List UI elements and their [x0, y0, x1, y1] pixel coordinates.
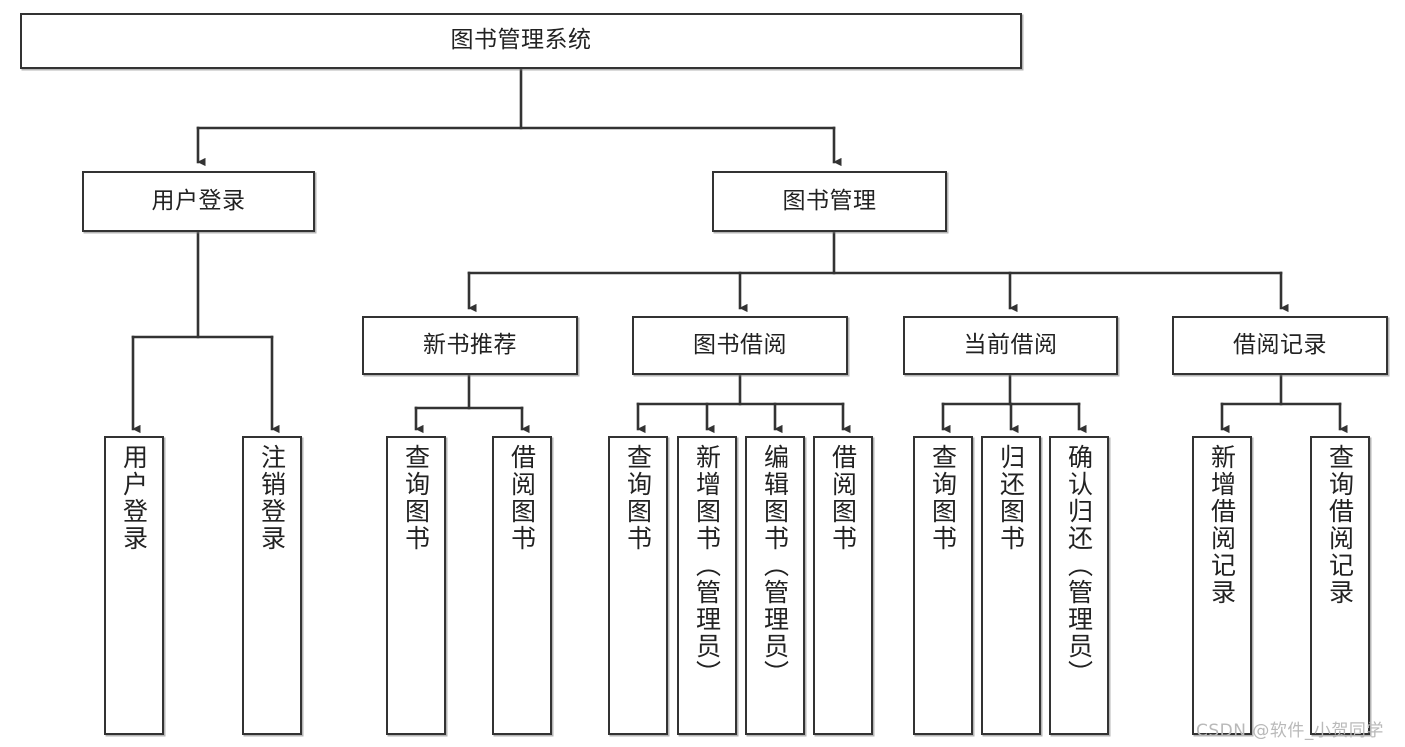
node-leaf-borrow-book-2-label: 借阅图书 — [828, 444, 858, 552]
node-leaf-user-login[interactable]: 用户登录 — [104, 436, 164, 735]
node-leaf-add-record-label: 新增借阅记录 — [1207, 444, 1237, 606]
node-leaf-query-book-3[interactable]: 查询图书 — [913, 436, 973, 735]
node-book-manage-label: 图书管理 — [782, 187, 877, 214]
node-leaf-user-login-label: 用户登录 — [119, 444, 149, 552]
node-leaf-query-record-label: 查询借阅记录 — [1325, 444, 1355, 606]
node-leaf-query-book-2-label: 查询图书 — [623, 444, 653, 552]
node-root[interactable]: 图书管理系统 — [20, 13, 1022, 69]
node-leaf-confirm-return-label: 确认归还（管理员） — [1064, 444, 1094, 687]
node-user-login-label: 用户登录 — [151, 187, 246, 214]
node-leaf-return-book[interactable]: 归还图书 — [981, 436, 1041, 735]
node-leaf-borrow-book-2[interactable]: 借阅图书 — [813, 436, 873, 735]
node-leaf-edit-book-label: 编辑图书（管理员） — [760, 444, 790, 687]
node-leaf-confirm-return[interactable]: 确认归还（管理员） — [1049, 436, 1109, 735]
node-book-manage[interactable]: 图书管理 — [712, 171, 947, 232]
node-new-book-rec[interactable]: 新书推荐 — [362, 316, 578, 375]
node-borrow-record-label: 借阅记录 — [1233, 331, 1327, 358]
node-leaf-edit-book[interactable]: 编辑图书（管理员） — [745, 436, 805, 735]
node-new-book-rec-label: 新书推荐 — [423, 331, 517, 358]
node-current-borrow-label: 当前借阅 — [963, 331, 1058, 358]
node-leaf-logout[interactable]: 注销登录 — [242, 436, 302, 735]
node-book-borrow[interactable]: 图书借阅 — [632, 316, 848, 375]
node-leaf-logout-label: 注销登录 — [257, 444, 287, 552]
node-leaf-add-book[interactable]: 新增图书（管理员） — [677, 436, 737, 735]
node-leaf-query-book-2[interactable]: 查询图书 — [608, 436, 668, 735]
node-user-login[interactable]: 用户登录 — [82, 171, 315, 232]
node-leaf-add-record[interactable]: 新增借阅记录 — [1192, 436, 1252, 735]
node-root-label: 图书管理系统 — [450, 27, 592, 54]
node-book-borrow-label: 图书借阅 — [693, 331, 787, 358]
node-leaf-borrow-book-1-label: 借阅图书 — [507, 444, 537, 552]
node-leaf-borrow-book-1[interactable]: 借阅图书 — [492, 436, 552, 735]
csdn-watermark: CSDN @软件_小贺同学 — [1196, 721, 1384, 741]
node-leaf-add-book-label: 新增图书（管理员） — [692, 444, 722, 687]
node-leaf-query-record[interactable]: 查询借阅记录 — [1310, 436, 1370, 735]
node-borrow-record[interactable]: 借阅记录 — [1172, 316, 1388, 375]
node-leaf-query-book-1-label: 查询图书 — [401, 444, 431, 552]
node-leaf-query-book-3-label: 查询图书 — [928, 444, 958, 552]
node-leaf-query-book-1[interactable]: 查询图书 — [386, 436, 446, 735]
node-current-borrow[interactable]: 当前借阅 — [903, 316, 1118, 375]
node-leaf-return-book-label: 归还图书 — [996, 444, 1026, 552]
